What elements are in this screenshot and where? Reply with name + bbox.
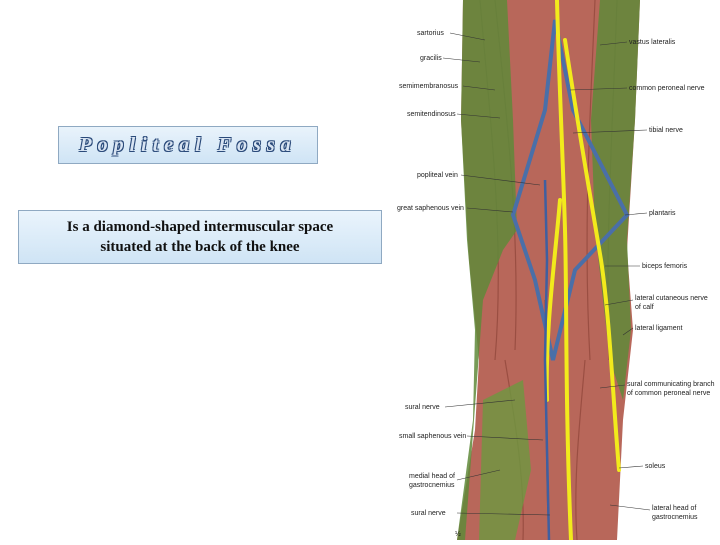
anatomy-figure: sartorius gracilis semimembranosus semit… — [395, 0, 720, 542]
label-sartorius: sartorius — [417, 30, 444, 37]
label-vastus-lateralis: vastus lateralis — [629, 39, 676, 46]
label-popliteal-vein: popliteal vein — [417, 172, 458, 179]
label-gracilis: gracilis — [420, 55, 442, 62]
description-line-1: Is a diamond-shaped intermuscular space — [66, 219, 334, 235]
description-text: Is a diamond-shaped intermuscular space … — [67, 217, 333, 257]
label-lateral-cutaneous-line2: of calf — [635, 304, 654, 311]
leader-lines — [442, 32, 651, 516]
label-lateral-head-line1: lateral head of — [652, 505, 696, 512]
label-medial-head-line1: medial head of — [409, 473, 455, 480]
figure-page-number: ½ — [455, 530, 461, 538]
label-semimembranosus: semimembranosus — [399, 83, 459, 90]
label-sural-communicating-line1: sural communicating branch — [627, 381, 715, 388]
label-lateral-ligament: lateral ligament — [635, 325, 683, 332]
label-great-saphenous-vein: great saphenous vein — [397, 205, 464, 212]
label-sural-communicating-line2: of common peroneal nerve — [627, 390, 710, 397]
lateral-muscle-group — [591, 0, 640, 400]
label-lateral-cutaneous-line1: lateral cutaneous nerve — [635, 295, 708, 302]
popliteal-vessel — [543, 179, 551, 541]
description-box: Is a diamond-shaped intermuscular space … — [18, 210, 382, 264]
label-small-saphenous-vein: small saphenous vein — [399, 433, 466, 440]
label-plantaris: plantaris — [649, 210, 676, 217]
fossa-outline — [510, 19, 630, 361]
label-biceps-femoris: biceps femoris — [642, 263, 688, 270]
label-sural-nerve-upper: sural nerve — [405, 404, 440, 411]
nerves — [544, 0, 621, 542]
label-tibial-nerve: tibial nerve — [649, 127, 683, 134]
label-sural-nerve-lower: sural nerve — [411, 510, 446, 517]
label-soleus: soleus — [645, 463, 666, 470]
label-medial-head-line2: gastrocnemius — [409, 482, 455, 489]
title-box: Popliteal Fossa — [58, 126, 318, 164]
slide-title: Popliteal Fossa — [79, 133, 297, 156]
label-common-peroneal-nerve: common peroneal nerve — [629, 85, 705, 92]
lower-medial-muscle — [479, 380, 531, 540]
description-line-2: situated at the back of the knee — [100, 239, 300, 255]
popliteal-fossa-illustration: sartorius gracilis semimembranosus semit… — [397, 0, 715, 542]
medial-muscle-group — [457, 0, 517, 540]
label-semitendinosus: semitendinosus — [407, 111, 456, 118]
label-lateral-head-line2: gastrocnemius — [652, 514, 698, 521]
